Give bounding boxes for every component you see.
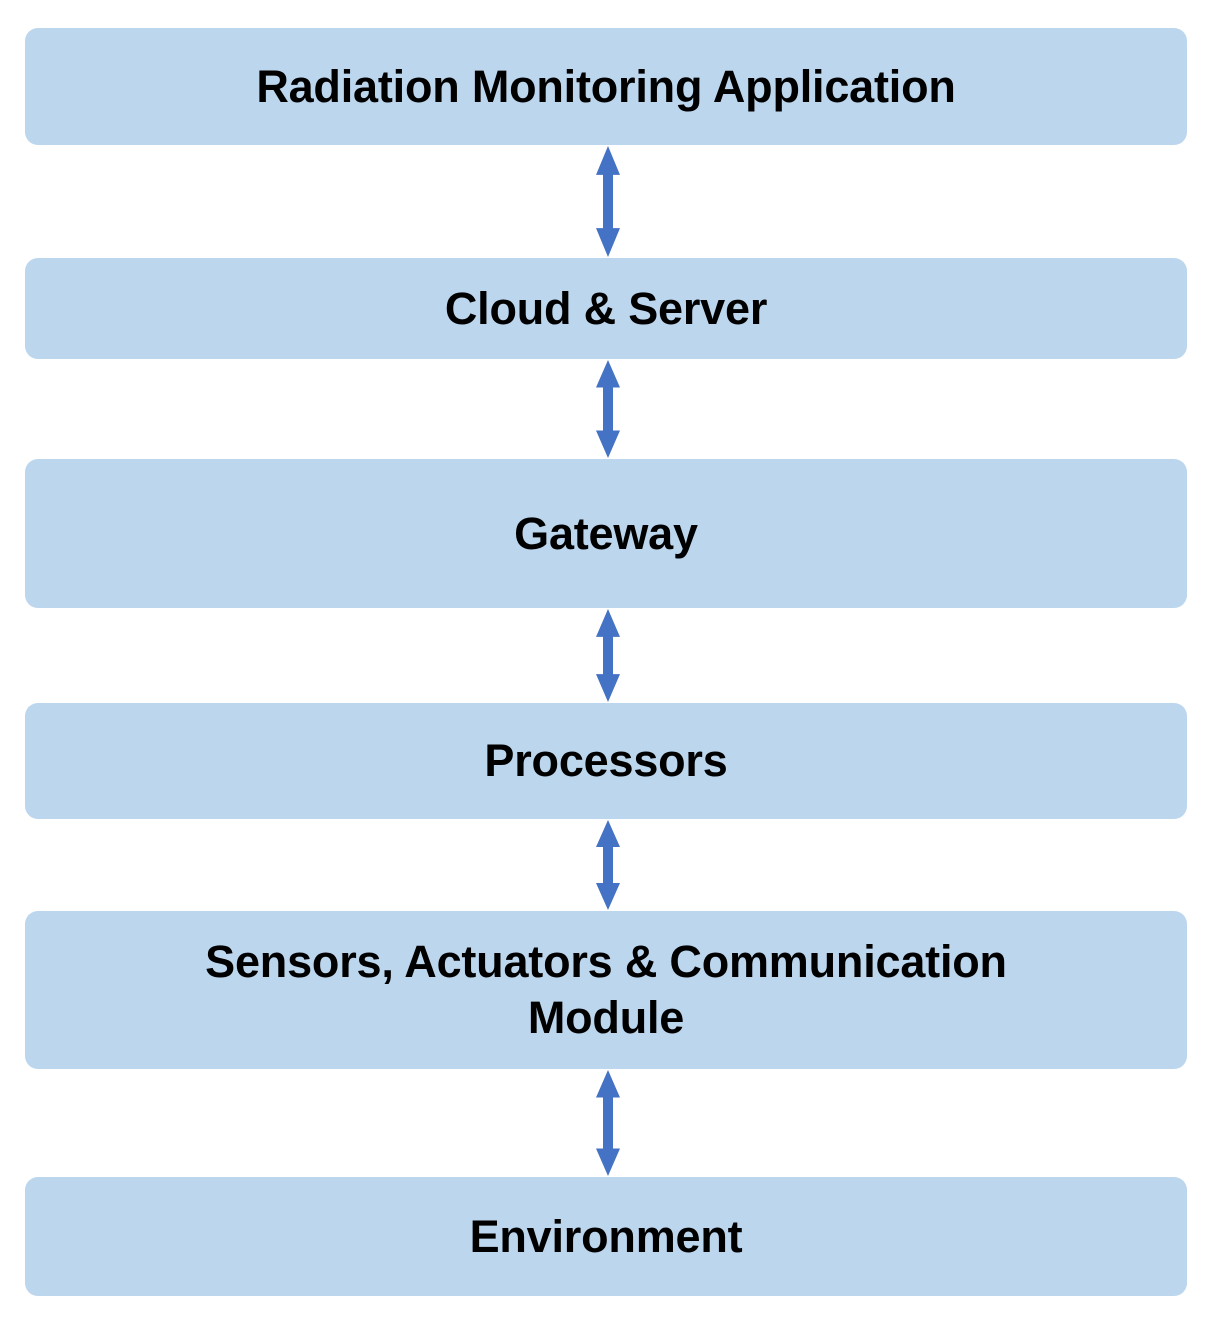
layer-label-application: Radiation Monitoring Application <box>256 60 956 112</box>
connector-arrow-cloud-gateway <box>586 360 630 458</box>
layer-label-sensors: Sensors, Actuators & Communication Modul… <box>205 935 1007 1043</box>
connector-arrow-gateway-processors <box>586 609 630 702</box>
connector-arrow-application-cloud <box>586 146 630 257</box>
layer-label-processors: Processors <box>484 735 728 787</box>
layer-box-processors[interactable]: Processors <box>25 703 1187 819</box>
layer-label-cloud: Cloud & Server <box>444 282 768 334</box>
layer-box-cloud[interactable]: Cloud & Server <box>25 258 1187 359</box>
layer-box-application[interactable]: Radiation Monitoring Application <box>25 28 1187 145</box>
connector-arrow-sensors-environment <box>586 1070 630 1176</box>
connector-arrow-processors-sensors <box>586 820 630 910</box>
layer-box-sensors[interactable]: Sensors, Actuators & Communication Modul… <box>25 911 1187 1069</box>
layer-box-environment[interactable]: Environment <box>25 1177 1187 1296</box>
layer-box-gateway[interactable]: Gateway <box>25 459 1187 608</box>
layer-label-gateway: Gateway <box>514 507 698 559</box>
layer-label-environment: Environment <box>469 1210 743 1262</box>
